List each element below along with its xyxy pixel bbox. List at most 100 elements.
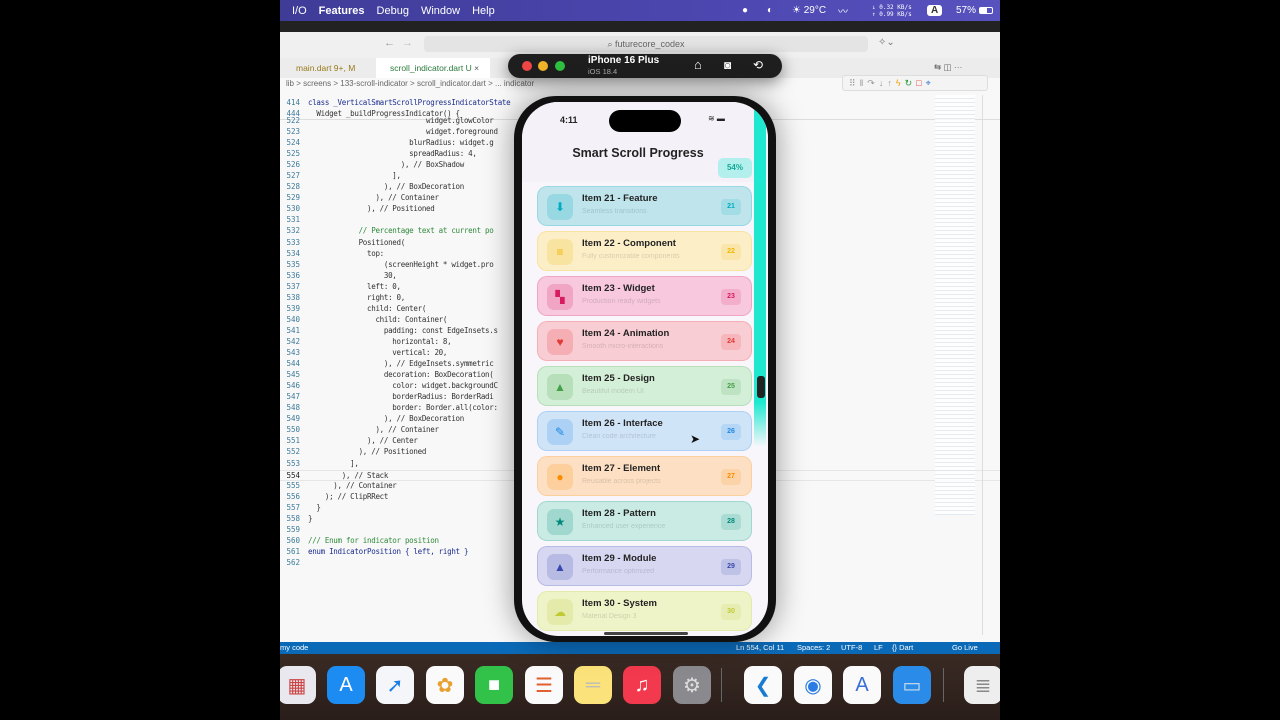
forward-icon[interactable]: → — [402, 37, 413, 49]
code-line[interactable]: 550 ), // Container — [280, 425, 1000, 436]
code-line[interactable]: 558} — [280, 514, 1000, 525]
input-source[interactable]: A — [927, 0, 943, 21]
breadcrumb[interactable]: lib > screens > 133-scroll-indicator > s… — [286, 79, 535, 88]
debug-toolbar[interactable]: ⠿‖↷↓↑ϟ↻□⌖ — [842, 75, 988, 91]
code-line[interactable]: 536 30, — [280, 271, 1000, 282]
code-line[interactable]: 530 ), // Positioned — [280, 204, 1000, 215]
code-line[interactable]: 543 vertical: 20, — [280, 348, 1000, 359]
record-icon[interactable]: ● — [742, 5, 749, 16]
dock-launchpad-icon[interactable]: ▦ — [280, 666, 316, 704]
dock-document-icon[interactable]: ≣ — [964, 666, 1000, 704]
tab-main-dart[interactable]: main.dart 9+, M — [282, 58, 372, 78]
menu-window[interactable]: Window — [420, 4, 461, 17]
code-line[interactable]: 524 blurRadius: widget.g — [280, 138, 1000, 149]
status-cursor-position[interactable]: Ln 554, Col 11 — [736, 643, 785, 652]
status-left[interactable]: my code — [280, 643, 309, 652]
scrollbar-track[interactable] — [982, 95, 983, 635]
code-line[interactable]: 531 — [280, 215, 1000, 226]
code-line[interactable]: 551 ), // Center — [280, 436, 1000, 447]
status-eol[interactable]: LF — [874, 643, 883, 652]
code-line[interactable]: 549 ), // BoxDecoration — [280, 414, 1000, 425]
code-line[interactable]: 547 borderRadius: BorderRadi — [280, 392, 1000, 403]
dock-notes-icon[interactable]: ═ — [574, 666, 612, 704]
back-icon[interactable]: ← — [384, 37, 395, 49]
code-line[interactable]: 526 ), // BoxShadow — [280, 160, 1000, 171]
code-line[interactable]: 555 ), // Container — [280, 481, 1000, 492]
code-line[interactable]: 542 horizontal: 8, — [280, 337, 1000, 348]
command-center-search[interactable]: ⌕ futurecore_codex — [424, 36, 868, 52]
code-line[interactable]: 537 left: 0, — [280, 282, 1000, 293]
code-line[interactable]: 539 child: Center( — [280, 304, 1000, 315]
scroll-progress-thumb[interactable] — [757, 376, 765, 398]
rotate-icon[interactable]: ⟲ — [753, 58, 764, 72]
code-line[interactable]: 532 // Percentage text at current po — [280, 226, 1000, 237]
copilot-icon[interactable]: ✧⌄ — [878, 37, 895, 48]
tab-scroll-indicator[interactable]: scroll_indicator.dart U × — [376, 58, 490, 78]
dock-safari-icon[interactable]: ➚ — [376, 666, 414, 704]
code-line[interactable]: 523 widget.foreground — [280, 127, 1000, 138]
dock-android-studio-icon[interactable]: A — [843, 666, 881, 704]
code-line[interactable]: 548 border: Border.all(color: — [280, 403, 1000, 414]
code-line[interactable]: 534 top: — [280, 249, 1000, 260]
scroll-progress-bar[interactable] — [754, 102, 766, 636]
battery[interactable]: 57% — [956, 0, 993, 21]
screenshot-icon[interactable]: ◙ — [724, 58, 732, 72]
editor-actions-icons[interactable]: ⇆ ◫ ··· — [934, 62, 963, 72]
dock-music-icon[interactable]: ♫ — [623, 666, 661, 704]
code-line[interactable]: 533 Positioned( — [280, 238, 1000, 249]
code-line[interactable]: 528 ), // BoxDecoration — [280, 182, 1000, 193]
code-line[interactable]: 560/// Enum for indicator position — [280, 536, 1000, 547]
minimize-window-button[interactable] — [538, 61, 548, 71]
code-line[interactable]: 559 — [280, 525, 1000, 536]
code-line[interactable]: 544 ), // EdgeInsets.symmetric — [280, 359, 1000, 370]
code-line[interactable]: 538 right: 0, — [280, 293, 1000, 304]
dock-system-settings-icon[interactable]: ⚙ — [673, 666, 711, 704]
status-go-live[interactable]: Go Live — [952, 643, 978, 652]
dock-app-store-icon[interactable]: A — [327, 666, 365, 704]
status-indentation[interactable]: Spaces: 2 — [797, 643, 831, 652]
code-line[interactable]: 525 spreadRadius: 4, — [280, 149, 1000, 160]
code-line[interactable]: 552 ), // Positioned — [280, 447, 1000, 458]
close-icon[interactable]: × — [474, 63, 480, 73]
menu-features[interactable]: Features — [318, 4, 365, 17]
menu-debug[interactable]: Debug — [376, 4, 409, 17]
code-line[interactable]: 529 ), // Container — [280, 193, 1000, 204]
code-line[interactable]: 546 color: widget.backgroundC — [280, 381, 1000, 392]
dock-photos-icon[interactable]: ✿ — [426, 666, 464, 704]
dock-vscode-icon[interactable]: ❮ — [744, 666, 782, 704]
moon-icon[interactable]: ◐ — [767, 5, 774, 16]
code-line[interactable]: 535 (screenHeight * widget.pro — [280, 260, 1000, 271]
network-speed[interactable]: ↓ 0.32 KB/s↑ 0.99 KB/s — [872, 0, 912, 21]
close-window-button[interactable] — [522, 61, 532, 71]
dock-chrome-icon[interactable]: ◉ — [794, 666, 832, 704]
minimap[interactable] — [935, 95, 975, 515]
status-encoding[interactable]: UTF-8 — [841, 643, 863, 652]
weather[interactable]: ☀ 29°C — [792, 0, 826, 21]
activity-graph-icon[interactable]: 〰 — [838, 7, 848, 18]
code-line[interactable]: 540 child: Container( — [280, 315, 1000, 326]
code-line[interactable]: 557 } — [280, 503, 1000, 514]
zoom-window-button[interactable] — [555, 61, 565, 71]
code-line[interactable]: 553 ], — [280, 459, 1000, 470]
status-language[interactable]: {} Dart — [892, 643, 914, 652]
menu-io[interactable]: I/O — [292, 4, 307, 17]
code-line[interactable]: 556 ); // ClipRRect — [280, 492, 1000, 503]
code-line[interactable]: 522 widget.glowColor — [280, 116, 1000, 127]
code-line[interactable]: 562 — [280, 558, 1000, 569]
dock-simulator-icon[interactable]: ▭ — [893, 666, 931, 704]
code-line[interactable]: 527 ], — [280, 171, 1000, 182]
dock-reminders-icon[interactable]: ☰ — [525, 666, 563, 704]
dock-facetime-icon[interactable]: ■ — [475, 666, 513, 704]
